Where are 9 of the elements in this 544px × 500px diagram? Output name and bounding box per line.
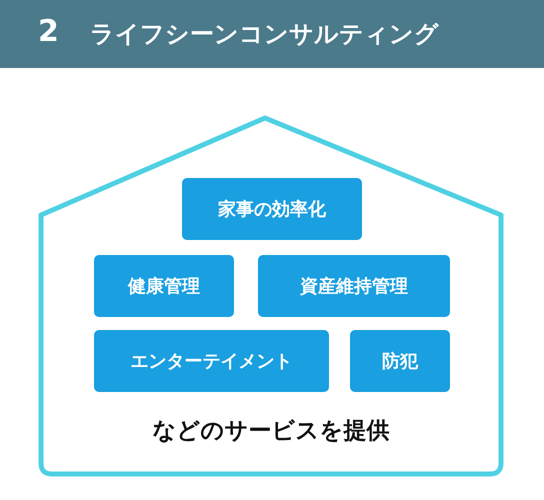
service-box: 資産維持管理	[258, 255, 450, 317]
section-title: ライフシーンコンサルティング	[90, 19, 439, 50]
service-box: 家事の効率化	[182, 178, 362, 240]
service-box: 防犯	[350, 330, 450, 392]
service-box: 健康管理	[94, 255, 234, 317]
header-band	[0, 0, 544, 68]
service-box: エンターテイメント	[94, 330, 329, 392]
service-note: などのサービスを提供	[152, 417, 390, 446]
section-number: 2	[38, 14, 59, 49]
